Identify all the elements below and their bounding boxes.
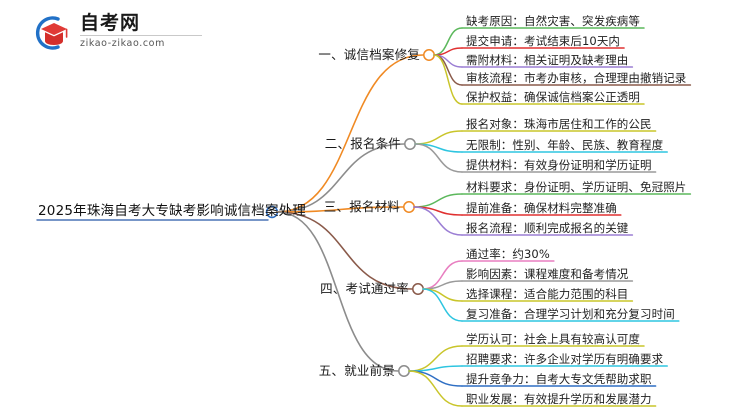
branch-node-label-4[interactable]: 四、考试通过率 bbox=[320, 281, 409, 296]
branch-node-label-5[interactable]: 五、就业前景 bbox=[318, 363, 395, 378]
branch-node-label-2[interactable]: 二、报名条件 bbox=[324, 136, 401, 151]
leaf-node-label-1-1[interactable]: 缺考原因：自然灾害、突发疾病等 bbox=[466, 14, 640, 28]
site-logo: 自考网 zikao-zikao.com bbox=[28, 10, 208, 56]
leaf-node-label-1-4[interactable]: 审核流程：市考办审核，合理理由撤销记录 bbox=[466, 71, 687, 85]
leaf-node-label-2-1[interactable]: 报名对象：珠海市居住和工作的公民 bbox=[466, 117, 652, 131]
leaf-node-label-5-2[interactable]: 招聘要求：许多企业对学历有明确要求 bbox=[466, 352, 664, 366]
root-node-label[interactable]: 2025年珠海自考大专缺考影响诚信档案处理 bbox=[38, 203, 307, 219]
leaf-node-label-3-3[interactable]: 报名流程：顺利完成报名的关键 bbox=[466, 221, 629, 235]
leaf-node-label-3-1[interactable]: 材料要求：身份证明、学历证明、免冠照片 bbox=[466, 180, 687, 194]
leaf-node-label-3-2[interactable]: 提前准备：确保材料完整准确 bbox=[466, 201, 617, 215]
branch-node-dot-5[interactable] bbox=[398, 365, 410, 377]
logo-title: 自考网 bbox=[80, 12, 141, 34]
branch-node-dot-2[interactable] bbox=[404, 138, 416, 150]
leaf-node-label-4-4[interactable]: 复习准备：合理学习计划和充分复习时间 bbox=[466, 307, 675, 321]
branch-node-dot-4[interactable] bbox=[412, 283, 424, 295]
logo-divider bbox=[80, 35, 202, 36]
leaf-node-label-5-1[interactable]: 学历认可：社会上具有较高认可度 bbox=[466, 332, 640, 346]
leaf-node-label-1-3[interactable]: 需附材料：相关证明及缺考理由 bbox=[466, 53, 629, 67]
branch-node-label-1[interactable]: 一、诚信档案修复 bbox=[318, 47, 420, 62]
leaf-node-label-4-1[interactable]: 通过率：约30% bbox=[466, 247, 550, 261]
logo-text: 自考网 zikao-zikao.com bbox=[80, 12, 204, 50]
leaf-node-label-1-2[interactable]: 提交申请：考试结束后10天内 bbox=[466, 34, 621, 48]
leaf-node-label-5-3[interactable]: 提升竞争力：自考大专文凭帮助求职 bbox=[466, 372, 652, 386]
branch-node-dot-1[interactable] bbox=[423, 49, 435, 61]
leaf-node-label-5-4[interactable]: 职业发展：有效提升学历和发展潜力 bbox=[466, 392, 652, 406]
logo-mark-icon bbox=[28, 12, 72, 54]
branch-node-dot-3[interactable] bbox=[403, 201, 415, 213]
branch-node-label-3[interactable]: 三、报名材料 bbox=[323, 199, 400, 214]
leaf-node-label-2-3[interactable]: 提供材料：有效身份证明和学历证明 bbox=[466, 158, 652, 172]
leaf-node-label-4-3[interactable]: 选择课程：适合能力范围的科目 bbox=[466, 287, 629, 301]
leaf-node-label-1-5[interactable]: 保护权益：确保诚信档案公正透明 bbox=[466, 90, 640, 104]
logo-domain: zikao-zikao.com bbox=[80, 38, 165, 49]
leaf-node-label-2-2[interactable]: 无限制：性别、年龄、民族、教育程度 bbox=[466, 138, 664, 152]
leaf-node-label-4-2[interactable]: 影响因素：课程难度和备考情况 bbox=[466, 267, 629, 281]
